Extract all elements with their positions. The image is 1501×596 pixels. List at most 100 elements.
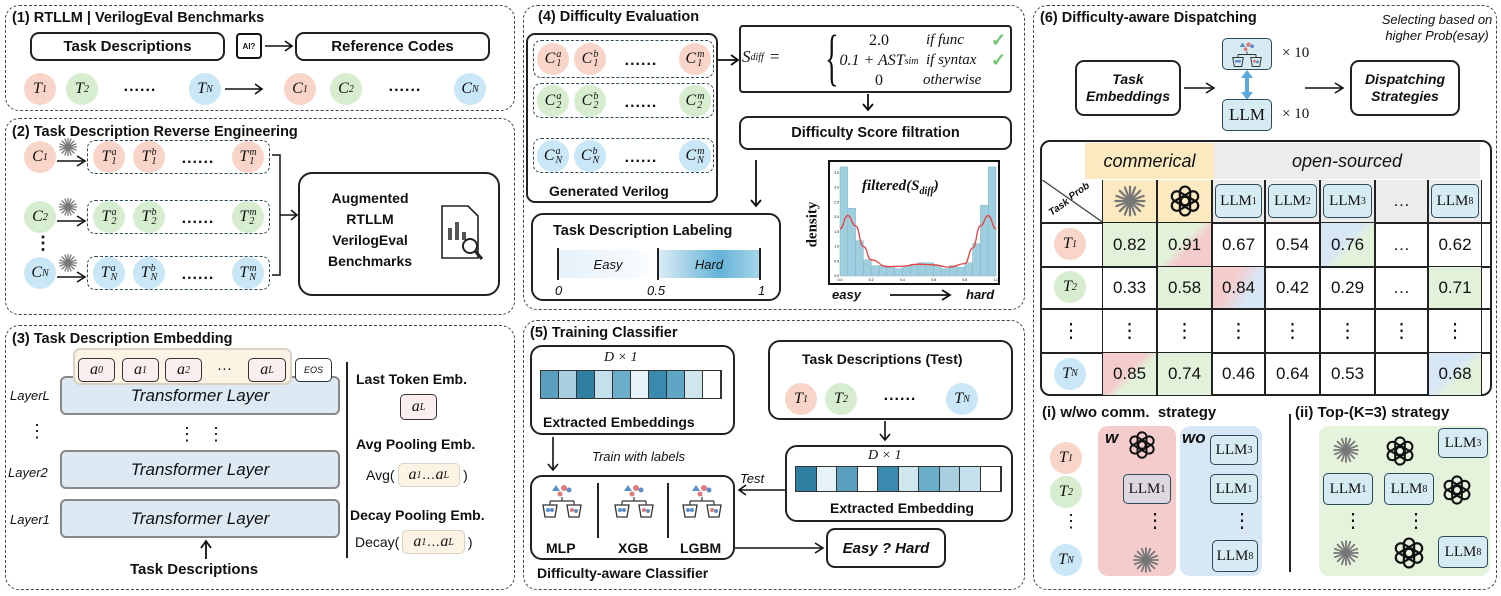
embedding-cell — [980, 467, 1001, 491]
math-base: C — [685, 91, 697, 109]
llm-name: LLM — [1329, 480, 1362, 497]
math-base: T — [101, 208, 111, 225]
math-sup: a — [111, 147, 117, 158]
math-sub: 2 — [556, 99, 562, 111]
case-value: 2.0 — [869, 32, 889, 49]
divider — [1289, 414, 1291, 572]
extracted-embeddings-label: Extracted Embeddings — [543, 414, 695, 430]
panel-difficulty-evaluation — [523, 5, 1025, 310]
vertical-ellipsis: ⋮ — [207, 424, 225, 444]
math-base: T — [141, 148, 151, 165]
bracket — [272, 154, 299, 276]
easy-label: easy — [832, 287, 861, 302]
probability-cell: 0.53 — [1320, 353, 1375, 395]
math-base: T — [794, 390, 803, 407]
claude-asterisk-icon — [1113, 184, 1147, 218]
open-sourced-header: open-sourced — [1214, 143, 1480, 179]
math-base: C — [685, 50, 697, 67]
math-sub: 1 — [302, 83, 308, 95]
dimension-label: D × 1 — [604, 350, 638, 365]
math-sup: a — [555, 145, 561, 157]
task-embeddings-box: Task Embeddings — [1075, 60, 1181, 116]
histogram-bar — [894, 268, 903, 277]
math-base: C — [32, 148, 43, 165]
math-base: a — [413, 533, 422, 550]
case-condition: otherwise — [923, 72, 982, 88]
math-sub: 1 — [249, 156, 255, 167]
dimension-label: D × 1 — [868, 448, 902, 463]
math-base: T — [140, 264, 150, 281]
math-sub: N — [472, 83, 479, 95]
embedding-cell — [649, 371, 667, 398]
llm-name: LLM — [1274, 192, 1306, 209]
kde-curve — [839, 214, 997, 268]
math-sub: N — [1071, 368, 1078, 379]
probability-cell: 0.76 — [1320, 223, 1375, 266]
math-base: a — [260, 361, 269, 378]
math-base: T — [1059, 449, 1068, 466]
arrow-down-icon — [750, 160, 762, 208]
close-paren: ) — [463, 467, 468, 483]
tick-label: 0.5 — [647, 283, 666, 298]
embedding-cell — [796, 467, 817, 491]
histogram-bar — [870, 265, 880, 277]
llm-name: LLM — [1436, 192, 1469, 209]
avg-pooling-label: Avg Pooling Emb. — [356, 436, 476, 452]
tick — [759, 248, 761, 280]
reverse-task-group — [87, 256, 270, 290]
panel-title: (1) RTLLM | VerilogEval Benchmarks — [12, 10, 265, 26]
math-base: T — [100, 264, 110, 281]
y-tick-label: 2.0 — [834, 215, 839, 219]
easy-segment: Easy — [558, 250, 658, 278]
decay-pooling-label: Decay Pooling Emb. — [350, 507, 485, 523]
math-base: a — [411, 398, 420, 415]
llm-name: LLM — [1390, 480, 1423, 497]
math-sub: L — [268, 364, 274, 376]
labeling-title: Task Description Labeling — [553, 223, 733, 239]
label-line: VerilogEval — [332, 232, 408, 248]
layer-label: Layer2 — [8, 465, 48, 480]
row-divider — [1040, 352, 1490, 354]
math-sub: 2 — [249, 216, 255, 227]
math-base: T — [75, 80, 84, 97]
embedding-cell — [667, 371, 685, 398]
math-base: T — [239, 148, 249, 165]
math-base: C — [292, 80, 303, 97]
embedding-vector — [795, 466, 1002, 492]
math-base: C — [31, 264, 42, 281]
math-sup: m — [249, 207, 257, 218]
column-header — [1157, 180, 1212, 222]
arrow-down-icon — [862, 94, 874, 112]
math-sup: m — [697, 90, 705, 102]
panel-title: (2) Task Description Reverse Engineering — [12, 124, 298, 140]
panel-reverse-engineering — [5, 118, 515, 315]
math-sub: 1 — [151, 156, 157, 167]
math-base: T — [1063, 278, 1072, 295]
